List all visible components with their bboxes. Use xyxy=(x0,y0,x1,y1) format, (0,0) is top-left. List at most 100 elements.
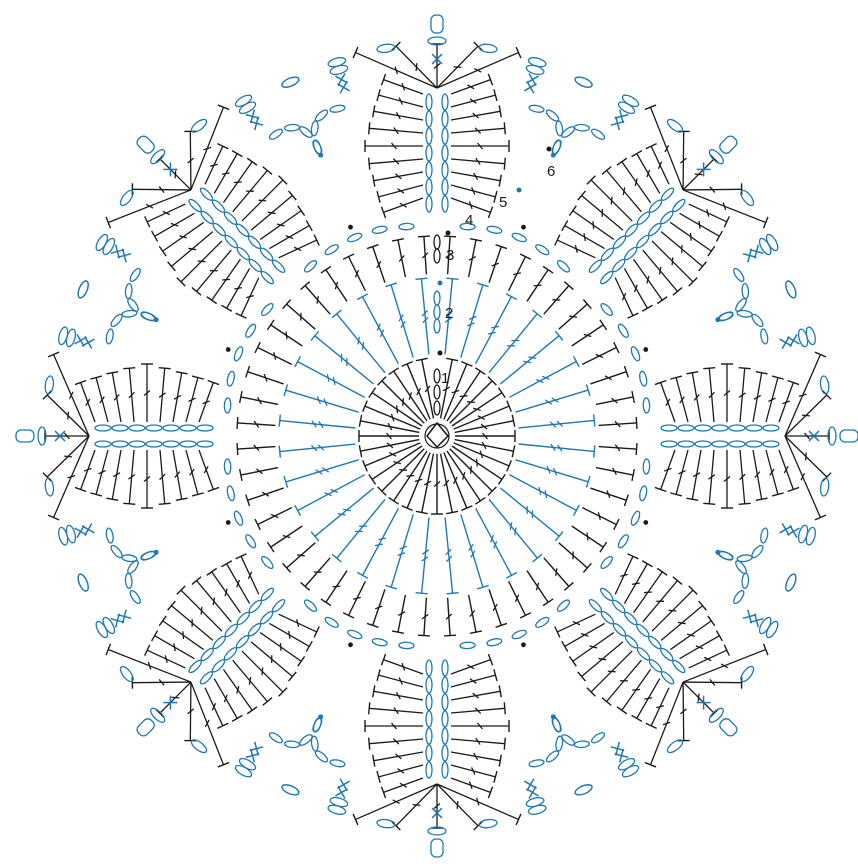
r5-loop-5-b6 xyxy=(199,670,215,686)
r2-stitch-18 xyxy=(363,508,399,575)
r5-fan-7-r7-top xyxy=(232,151,242,157)
r5-fan-6-l3-top xyxy=(159,503,171,504)
r2-stitch-14 xyxy=(461,514,483,587)
r5-loop-3-b2 xyxy=(623,611,639,627)
r5-loop-2-a6 xyxy=(763,441,779,447)
r6-side-4-r-1 xyxy=(284,741,299,748)
r4-arch-3-2 xyxy=(511,629,527,641)
r6-sc-3-8-b xyxy=(524,781,536,788)
r5-loop-0-b4 xyxy=(426,128,432,144)
r5-fan-4-r5-top xyxy=(369,738,370,750)
r5-loop-0-b0 xyxy=(426,196,432,212)
r6-sc-6-2-b xyxy=(77,525,84,537)
r5-loop-5-a2 xyxy=(235,611,251,627)
r4-arch-5-0 xyxy=(260,555,275,570)
center-ring xyxy=(425,423,449,448)
r5-fan-7-r3-top xyxy=(289,191,297,200)
r5-loop-1-a4 xyxy=(647,222,663,238)
r4-arch-6-3 xyxy=(244,323,258,339)
r5-loop-2-b6 xyxy=(763,425,779,431)
r5-fan-7-r6-bar xyxy=(234,182,242,183)
r5-loop-4-b4 xyxy=(442,728,448,744)
r5-fan-1-l1-top xyxy=(562,220,568,230)
r2-stitch-18-bar xyxy=(378,538,386,540)
r3-stitch-40-top xyxy=(267,320,274,330)
r2-stitch-4 xyxy=(500,336,559,384)
r2-stitch-11 xyxy=(500,488,559,536)
r5-fan-3-l1-top xyxy=(642,561,652,567)
r6-side-0-l-0 xyxy=(268,127,284,141)
round-3-stitches xyxy=(237,235,637,636)
r6-side-6-r-0 xyxy=(128,267,142,283)
r5-fan-2-l3-top xyxy=(703,368,715,369)
r5-loop-4-a1 xyxy=(426,677,432,693)
r5-fan-5-r5-top xyxy=(168,601,176,610)
r6-chain-7-3 xyxy=(118,188,135,207)
r5-loop-7-a1 xyxy=(259,246,275,262)
r5-loop-2-a1 xyxy=(678,441,694,447)
r6-picot-6 xyxy=(16,430,34,442)
r5-tip-2-1-bar xyxy=(802,415,810,416)
r2-stitch-4-bar xyxy=(523,361,531,362)
r5-fan-5-l7-top xyxy=(232,715,242,721)
r4-dot-6 xyxy=(226,347,231,352)
r5-loop-5-b0 xyxy=(271,598,287,614)
r1-stitch-13-top xyxy=(475,498,485,505)
r6-chain-7-8 xyxy=(329,64,348,76)
r6-sc-4-6-b xyxy=(338,786,345,798)
r1-stitch-28-bar xyxy=(403,398,404,406)
r3-stitch-4-top xyxy=(543,266,553,273)
r5-loop-3-b4 xyxy=(647,635,663,651)
r4-arch-5-1 xyxy=(244,533,258,549)
r2-stitch-20-top xyxy=(311,532,319,541)
r5-loop-3-a5 xyxy=(648,658,664,674)
r5-fan-7-l7-top xyxy=(152,231,158,241)
r5-fan-4-l3-top xyxy=(504,702,505,714)
r6-chain-6-3 xyxy=(44,478,54,497)
r2-stitch-25 xyxy=(286,390,359,412)
r5-fan-1-l6-top xyxy=(617,158,627,165)
r5-loop-6-a6 xyxy=(95,425,111,431)
r6-sc-5-8-b xyxy=(85,523,92,535)
r2-stitch-28-bar xyxy=(358,337,359,345)
r5-loop-7-b0 xyxy=(260,270,276,286)
r5-loop-5-a4 xyxy=(211,635,227,651)
r4-dot-4 xyxy=(348,642,353,647)
r1-stitch-20-bar xyxy=(399,470,407,471)
r3-stitch-16-bar xyxy=(587,533,588,541)
r5-loop-3-a6 xyxy=(660,670,676,686)
r1-stitch-27-bar xyxy=(397,405,398,413)
r5-loop-7-a5 xyxy=(211,198,227,214)
r4-arch-7-3 xyxy=(372,225,388,234)
r5-fan-7-r1-top xyxy=(306,220,312,230)
r6-chain-1-5 xyxy=(739,188,756,207)
r5-fan-3-r0-top xyxy=(555,627,560,638)
r5-loop-6-a5 xyxy=(112,425,128,431)
r5-loop-4-a0 xyxy=(426,660,432,676)
r5-loop-5-a1 xyxy=(247,599,263,615)
r5-fan-2-r3-top xyxy=(703,503,715,504)
r4-arch-0-2 xyxy=(511,232,527,244)
r2-stitch-2-bar xyxy=(491,326,499,328)
r5-fan-5-r2-top xyxy=(207,568,217,575)
r6-sc-2-2-b xyxy=(790,334,797,346)
r2-stitch-10-top xyxy=(574,505,580,516)
r5-tip-2-0-top xyxy=(815,352,826,357)
r5-fan-3-r8-top xyxy=(646,723,657,728)
r5-loop-2-a5 xyxy=(746,441,762,447)
r2-stitch-4-bar xyxy=(529,357,537,358)
r5-loop-7-b6 xyxy=(187,198,203,214)
r6-picot-5 xyxy=(135,717,156,738)
r6-chain-2-5 xyxy=(820,478,830,497)
r2-start-chain-2 xyxy=(434,291,440,305)
r6-dot-6-l xyxy=(154,550,159,555)
round-2-stitches xyxy=(279,278,595,594)
r3-stitch-23-top xyxy=(444,635,456,636)
r6-picot-1 xyxy=(718,134,739,155)
r2-stitch-21 xyxy=(298,475,365,511)
r3-stitch-18-bar xyxy=(556,568,557,576)
r5-loop-3-a0 xyxy=(588,598,604,614)
r3-stitch-20-top xyxy=(520,613,531,618)
r2-stitch-6 xyxy=(515,390,588,412)
